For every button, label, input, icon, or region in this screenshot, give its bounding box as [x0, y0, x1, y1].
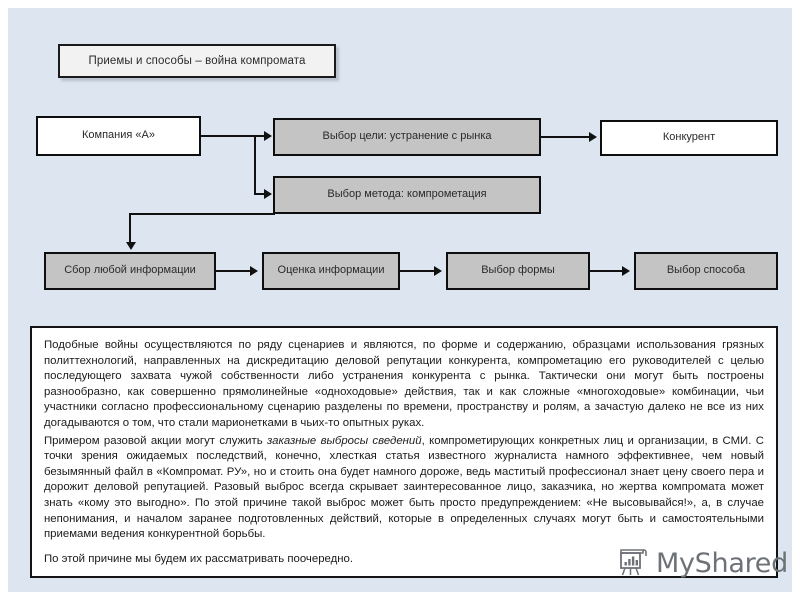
arrow-to-competitor-icon: [589, 132, 597, 142]
diagram-node-label: Выбор цели: устранение с рынка: [322, 130, 492, 143]
slide-title-box: Приемы и способы – война компромата: [58, 44, 336, 78]
connector-method-to-collect-horizontal: [129, 213, 275, 215]
connector-split-vertical: [254, 135, 256, 195]
body-paragraph-2-tail: , компрометирующих конкретных лиц и орга…: [44, 434, 764, 541]
connector-form-to-way: [590, 270, 624, 272]
arrow-to-collect-icon: [126, 242, 136, 250]
diagram-node-label: Оценка информации: [277, 264, 385, 277]
slide-background: Приемы и способы – война компромата Комп…: [8, 8, 792, 592]
diagram-node-way: Выбор способа: [634, 252, 778, 290]
watermark-label: MyShared: [656, 547, 788, 579]
connector-company-to-split: [201, 135, 256, 137]
connector-goal-to-competitor: [541, 136, 591, 138]
diagram-node-evaluate: Оценка информации: [262, 252, 400, 290]
diagram-node-label: Конкурент: [662, 131, 716, 144]
diagram-node-label: Сбор любой информации: [64, 264, 196, 277]
diagram-node-competitor: Конкурент: [600, 120, 778, 156]
connector-evaluate-to-form: [400, 270, 436, 272]
diagram-node-form: Выбор формы: [446, 252, 590, 290]
diagram-node-collect: Сбор любой информации: [44, 252, 216, 290]
diagram-node-method: Выбор метода: компрометация: [273, 176, 541, 214]
diagram-node-goal: Выбор цели: устранение с рынка: [273, 118, 541, 156]
body-paragraph-3: По этой причине мы будем их рассматриват…: [44, 552, 354, 565]
arrow-to-evaluate-icon: [250, 266, 258, 276]
myshared-watermark: MyShared: [616, 546, 788, 580]
body-paragraph-2-lead: Примером разовой акции могут служить: [44, 434, 267, 447]
body-paragraph-1: Подобные войны осуществляются по ряду сц…: [44, 339, 764, 429]
body-paragraph-2-emphasis: заказные выбросы сведений: [267, 434, 422, 447]
diagram-node-company: Компания «А»: [36, 116, 201, 156]
projector-screen-icon: [616, 546, 650, 580]
connector-split-to-method: [254, 193, 267, 195]
diagram-node-label: Компания «А»: [82, 129, 155, 142]
diagram-node-label: Выбор формы: [481, 264, 555, 277]
body-text-panel: Подобные войны осуществляются по ряду сц…: [30, 326, 778, 578]
connector-method-to-collect-vertical: [129, 213, 131, 243]
diagram-node-label: Выбор метода: компрометация: [327, 188, 487, 201]
body-paragraph-2: Примером разовой акции могут служить зак…: [44, 434, 764, 543]
connector-split-to-goal: [254, 135, 267, 137]
diagram-node-label: Выбор способа: [666, 264, 746, 277]
arrow-to-goal-icon: [264, 131, 272, 141]
arrow-to-method-icon: [264, 189, 272, 199]
connector-collect-to-evaluate: [216, 270, 252, 272]
arrow-to-form-icon: [434, 266, 442, 276]
page-title: Приемы и способы – война компромата: [88, 55, 306, 67]
arrow-to-way-icon: [622, 266, 630, 276]
